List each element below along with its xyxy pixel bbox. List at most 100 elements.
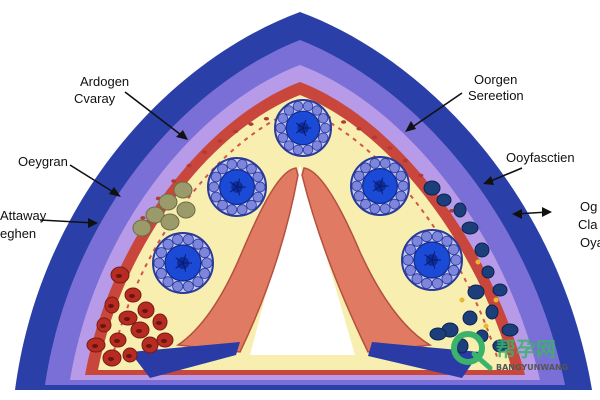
membrane-dot [418, 173, 424, 178]
granulosa-cell [252, 191, 264, 203]
navy-cell [492, 283, 508, 297]
label-cla: Cla [578, 217, 598, 232]
yellow-granule [493, 297, 499, 303]
granulosa-cell [199, 247, 211, 259]
granulosa-cell [217, 199, 228, 211]
navy-cell [485, 304, 499, 320]
oocyte-mark [182, 262, 187, 272]
granulosa-cell [162, 276, 174, 288]
oocyte-mark [431, 251, 436, 261]
oocyte-mark [229, 186, 238, 193]
watermark-logo: 帮孕网 BANGYUNWANG [451, 331, 568, 372]
granulosa-cell [246, 199, 257, 211]
red-cell-nucleus [161, 339, 167, 343]
granulosa-cell [217, 163, 228, 175]
navy-cell [429, 327, 447, 341]
granulosa-cell [252, 171, 264, 183]
oocyte-mark [175, 262, 184, 269]
red-cell-nucleus [142, 309, 148, 313]
membrane-dot [356, 126, 362, 131]
red-cell-nucleus [156, 321, 162, 325]
right-lobe [301, 167, 433, 353]
navy-cell [423, 180, 441, 196]
granulosa-cell [162, 238, 174, 250]
granulosa-cell [311, 105, 323, 116]
oocyte-mark [302, 119, 307, 129]
red-cell-nucleus [108, 304, 114, 308]
follicle-lower-right [401, 229, 463, 291]
leader-attaway [39, 219, 96, 224]
membrane-dot [449, 209, 455, 213]
granulosa-cell [353, 190, 365, 202]
watermark-arrow-icon [471, 351, 493, 371]
granulosa-cell [182, 280, 194, 292]
left-lobe [175, 167, 299, 353]
watermark-en-text: BANGYUNWANG [496, 363, 568, 372]
olive-cell [158, 193, 178, 211]
granulosa-cell [277, 132, 288, 143]
red-cell-nucleus [129, 294, 135, 298]
olive-cell [132, 219, 152, 237]
label-oorgen: Oorgen [474, 72, 517, 87]
oocyte-mark [295, 127, 304, 134]
granulosa-cell [236, 159, 248, 170]
follicle-upper-left [207, 157, 267, 217]
granulosa-cell [395, 190, 407, 202]
red-cell-nucleus [126, 354, 132, 358]
follicle-upper-right [350, 156, 410, 216]
granulosa-cell [192, 238, 204, 250]
watermark-cn-text: 帮孕网 [496, 337, 556, 361]
granulosa-cell [369, 158, 381, 169]
granulosa-cell [254, 181, 266, 193]
label-eghen: eghen [0, 226, 36, 241]
olive-cell [145, 206, 165, 224]
granulosa-cell [441, 235, 453, 247]
granulosa-cell [431, 277, 443, 289]
membrane-dot [248, 122, 254, 126]
membrane-dot [202, 150, 208, 155]
oocyte-mark [302, 127, 307, 137]
membrane-dot [341, 120, 347, 124]
granulosa-cell [411, 273, 423, 285]
granulosa-cell [379, 158, 391, 169]
membrane-dot [171, 179, 177, 183]
granulosa-cell [369, 203, 381, 214]
granulosa-cell [153, 257, 165, 269]
membrane-dot [387, 146, 393, 150]
oocyte-mark [175, 257, 184, 264]
arrowhead-attaway [88, 218, 98, 228]
olive-cell [173, 181, 193, 199]
red-cell-cluster [86, 266, 174, 367]
membrane-dot [402, 158, 408, 163]
oocyte-mark [379, 185, 384, 195]
granulosa-cell [318, 113, 329, 124]
red-cell-nucleus [124, 317, 130, 321]
granulosa-cell [318, 132, 329, 143]
label-ardogen: Ardogen [80, 74, 129, 89]
navy-cell [462, 310, 478, 326]
granulosa-cell [353, 170, 365, 182]
granulosa-cell [404, 264, 416, 276]
oocyte-mark [379, 177, 384, 187]
oocyte-mark [424, 254, 433, 261]
granulosa-cell [199, 267, 211, 279]
granulosa-cell [246, 163, 257, 175]
leader-ardogen [124, 91, 186, 139]
membrane-dot [140, 216, 146, 220]
left-bottom-flap [130, 342, 240, 378]
red-cell-nucleus [146, 344, 152, 348]
granulosa-cell [441, 273, 453, 285]
granulosa-cell [397, 180, 409, 192]
granulosa-cell [320, 122, 331, 134]
granulosa-cell [421, 277, 433, 289]
granulosa-cell [192, 276, 204, 288]
granulosa-cell [275, 122, 286, 134]
granulosa-cell [395, 170, 407, 182]
membrane-dot [186, 163, 192, 168]
yellow-granule [483, 323, 489, 329]
central-cleft [250, 165, 355, 355]
membrane-dot [371, 135, 378, 140]
granulosa-cell [201, 257, 213, 269]
follicle-lower-left [152, 232, 214, 294]
